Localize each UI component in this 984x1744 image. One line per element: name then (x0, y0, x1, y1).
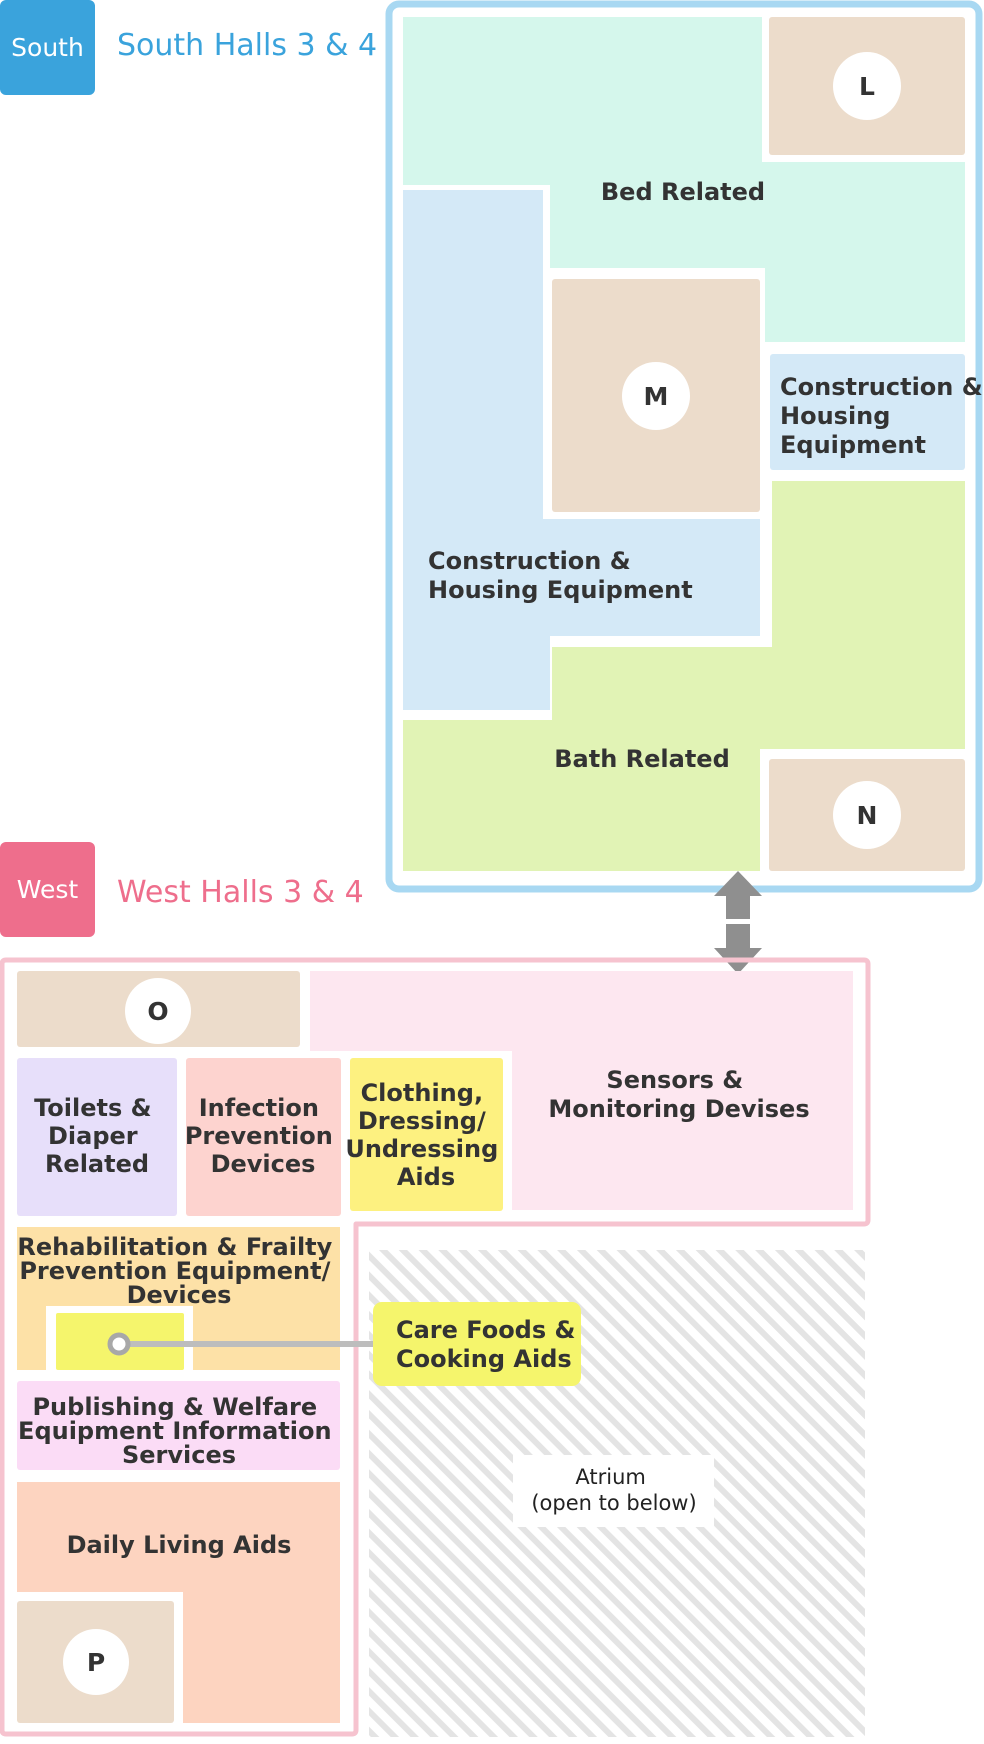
zone-bath-related[interactable] (403, 481, 965, 871)
booth-n-marker-label: N (857, 801, 878, 830)
zone-infection-prevention[interactable] (186, 1058, 341, 1216)
zone-rehabilitation-frailty-label: Rehabilitation & Frailty Prevention Equi… (17, 1233, 340, 1309)
zone-sensors-monitoring-label: Sensors & Monitoring Devises (548, 1066, 809, 1123)
booth-m-marker-label: M (644, 382, 669, 411)
zone-publishing-welfare[interactable] (17, 1381, 340, 1470)
care-foods-callout[interactable] (373, 1302, 581, 1386)
zone-clothing-dressing[interactable] (350, 1058, 503, 1211)
booth-m-marker (622, 362, 690, 430)
zone-publishing-welfare-label: Publishing & Welfare Equipment Informati… (18, 1393, 340, 1469)
connector-arrow-down-icon (714, 924, 762, 974)
zone-construction-housing-right[interactable] (770, 354, 965, 470)
care-foods-callout-dot-icon (107, 1332, 131, 1356)
zone-construction-housing-left-label: Construction & Housing Equipment (428, 547, 693, 604)
zone-rehabilitation-frailty[interactable] (17, 1227, 340, 1370)
atrium-label-box (513, 1455, 714, 1527)
hall-connector (714, 871, 762, 974)
booth-p-marker (63, 1629, 129, 1695)
zone-bed-related-label: Bed Related (601, 178, 765, 206)
south-halls-title: South Halls 3 & 4 (117, 28, 377, 63)
south-halls-outline (385, 0, 983, 893)
connector-arrow-up-icon (714, 871, 762, 919)
zone-bath-related-label: Bath Related (554, 745, 730, 773)
zone-sensors-monitoring[interactable] (310, 971, 853, 1210)
booth-l-marker-label: L (859, 72, 875, 101)
west-halls: West West Halls 3 & 4 O Sensors & Monito… (0, 842, 871, 1737)
west-badge-label: West (17, 875, 79, 904)
zone-clothing-dressing-label: Clothing, Dressing/ Undressing Aids (345, 1079, 506, 1191)
booth-o-marker-label: O (147, 997, 168, 1026)
booth-p-marker-label: P (87, 1648, 105, 1677)
booth-n-marker (833, 781, 901, 849)
zone-bed-related[interactable] (403, 17, 965, 342)
south-badge-label: South (11, 33, 84, 62)
south-badge (0, 0, 95, 95)
zone-daily-living-aids[interactable] (17, 1482, 340, 1723)
south-halls: South South Halls 3 & 4 Bed Related L Co… (0, 0, 984, 893)
west-halls-title: West Halls 3 & 4 (117, 875, 364, 910)
west-badge (0, 842, 95, 937)
zone-construction-housing-left[interactable] (403, 190, 760, 710)
care-foods-callout-label: Care Foods & Cooking Aids (396, 1316, 584, 1373)
booth-l-marker (833, 52, 901, 120)
west-halls-outline (0, 957, 871, 1737)
zone-construction-housing-right-label: Construction & Housing Equipment (780, 373, 984, 459)
zone-toilets-diaper-label: Toilets & Diaper Related (34, 1094, 160, 1178)
zone-daily-living-aids-label: Daily Living Aids (67, 1531, 292, 1559)
booth-o-marker (125, 978, 191, 1044)
atrium-label: Atrium (open to below) (531, 1465, 696, 1515)
zone-infection-prevention-label: Infection Prevention Devices (185, 1094, 341, 1178)
zone-toilets-diaper[interactable] (17, 1058, 177, 1216)
